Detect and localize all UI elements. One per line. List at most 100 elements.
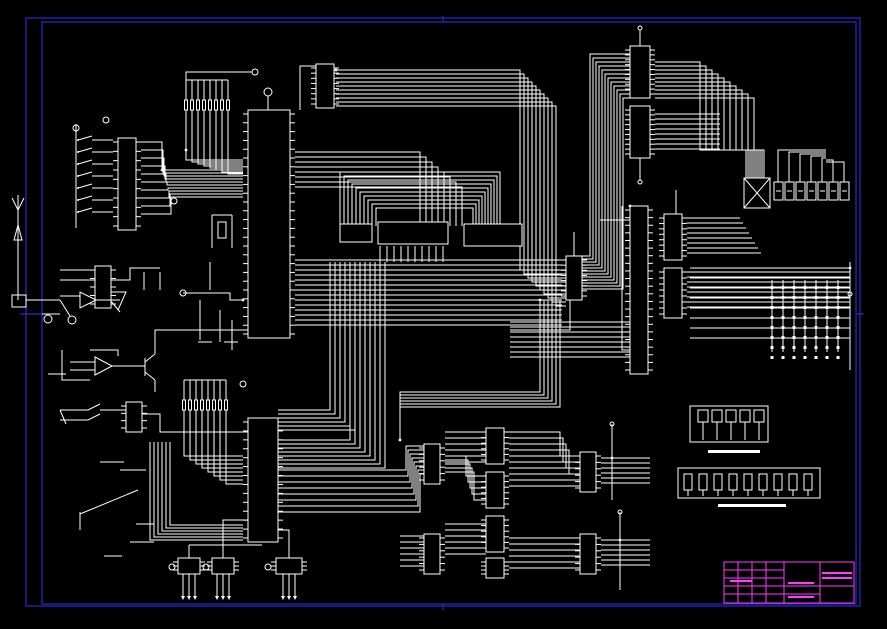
matrix-diode xyxy=(825,316,829,319)
switch-node xyxy=(77,187,79,189)
wire xyxy=(363,195,483,226)
matrix-diode xyxy=(792,346,796,349)
wire xyxy=(109,299,121,313)
wire xyxy=(655,85,759,178)
switch-node xyxy=(77,139,79,141)
wire xyxy=(60,403,101,411)
switch-contact xyxy=(77,159,93,165)
wire xyxy=(445,463,486,489)
segment-driver-chip-body xyxy=(663,213,683,261)
wire xyxy=(278,262,381,465)
junction-nodes xyxy=(160,25,853,542)
wire xyxy=(336,105,566,307)
ground-arrow xyxy=(187,596,191,600)
wire xyxy=(582,97,630,290)
terminal-circle xyxy=(617,509,623,515)
switch-contacts xyxy=(43,68,273,571)
wire xyxy=(509,437,564,462)
matrix-diode xyxy=(836,346,840,349)
switch-node xyxy=(77,211,79,213)
matrix-diode xyxy=(770,296,774,299)
wire xyxy=(278,445,424,471)
crystal-oscillator xyxy=(211,214,233,248)
wire-traces xyxy=(42,30,851,600)
digit-cell xyxy=(828,181,839,201)
gate-chip-3-body xyxy=(485,515,505,553)
terminal-circle xyxy=(168,563,176,571)
rf-module-chip xyxy=(90,265,116,309)
gate-chip-1 xyxy=(481,427,509,465)
relay-chip-2-body xyxy=(211,557,235,575)
rom-chip-body xyxy=(463,223,523,247)
wire xyxy=(336,73,566,275)
resistor xyxy=(220,99,224,111)
wire xyxy=(189,450,243,461)
matrix-diode xyxy=(770,346,774,349)
matrix-diode xyxy=(770,306,774,309)
connector-pin xyxy=(683,473,693,491)
terminal-circle xyxy=(637,179,643,185)
switch-contact xyxy=(77,171,93,177)
wire xyxy=(295,186,463,226)
resistor xyxy=(224,399,228,411)
wire xyxy=(141,181,243,186)
driver-chip-1-body xyxy=(565,255,583,301)
transistor-symbol xyxy=(144,353,156,381)
matrix-diode xyxy=(803,346,807,349)
wire xyxy=(582,85,630,281)
matrix-diode xyxy=(825,326,829,329)
ground-arrow xyxy=(181,596,185,600)
ground-arrow xyxy=(193,596,197,600)
switch-node xyxy=(77,199,79,201)
wire xyxy=(141,193,243,207)
terminal-circle xyxy=(263,87,273,97)
wire xyxy=(185,71,252,80)
digit-cell xyxy=(839,181,850,201)
relay-chip-3-body xyxy=(275,557,303,575)
matrix-diode xyxy=(814,326,818,329)
wire xyxy=(278,262,351,441)
ground-arrow xyxy=(227,596,231,600)
connector-pin xyxy=(713,473,723,491)
wire xyxy=(582,69,630,269)
wire xyxy=(141,196,243,215)
wire xyxy=(799,153,826,182)
ram-chip-body xyxy=(377,221,449,245)
matrix-diode xyxy=(803,286,807,289)
resistor xyxy=(208,99,212,111)
output-chip-2-body xyxy=(579,533,597,575)
op-amp-symbol-2 xyxy=(60,291,120,309)
switch-contact xyxy=(77,207,93,213)
wire xyxy=(278,262,376,461)
switch-node xyxy=(77,151,79,153)
matrix-diode xyxy=(792,336,796,339)
pullup-resistors-top xyxy=(184,79,230,150)
ground-arrow xyxy=(215,596,219,600)
connector-pin xyxy=(728,473,738,491)
wire xyxy=(59,299,71,317)
wire xyxy=(371,203,477,226)
wire xyxy=(79,489,139,515)
decoder-chip-1-body xyxy=(629,45,651,99)
wire xyxy=(201,450,243,469)
switch-node xyxy=(77,163,79,165)
wire xyxy=(183,450,243,457)
switch-contact xyxy=(77,195,93,201)
wire xyxy=(225,450,243,485)
matrix-diode xyxy=(781,346,785,349)
push-button xyxy=(77,183,113,189)
junction-dot xyxy=(610,456,614,460)
wire xyxy=(655,93,763,178)
wire xyxy=(445,471,486,501)
matrix-diode xyxy=(825,286,829,289)
digit-cell xyxy=(806,181,817,201)
lower-chip-2 xyxy=(419,533,445,575)
relay-coil xyxy=(753,409,765,423)
wire xyxy=(183,292,243,301)
relay-chip-1 xyxy=(173,557,205,575)
wire xyxy=(278,469,424,507)
resistor-arrays xyxy=(182,79,230,450)
switch-node xyxy=(77,175,79,177)
wire xyxy=(149,442,243,541)
matrix-diode xyxy=(781,356,785,359)
